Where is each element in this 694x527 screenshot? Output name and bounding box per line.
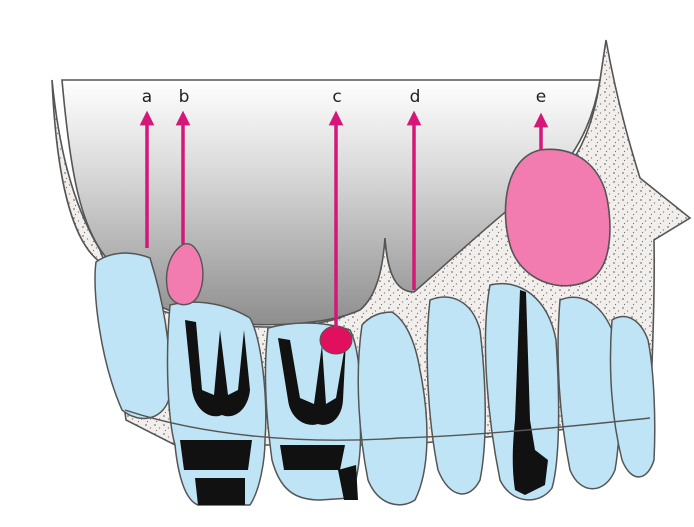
label-d: d bbox=[410, 87, 421, 107]
label-e: e bbox=[536, 87, 546, 107]
tooth-right-2 bbox=[558, 297, 619, 488]
label-c: c bbox=[332, 87, 341, 107]
lesion-c bbox=[320, 326, 352, 354]
tooth-right-1 bbox=[427, 297, 485, 494]
lesion-e bbox=[505, 149, 609, 285]
label-a: a bbox=[142, 87, 152, 107]
label-b: b bbox=[179, 87, 190, 107]
